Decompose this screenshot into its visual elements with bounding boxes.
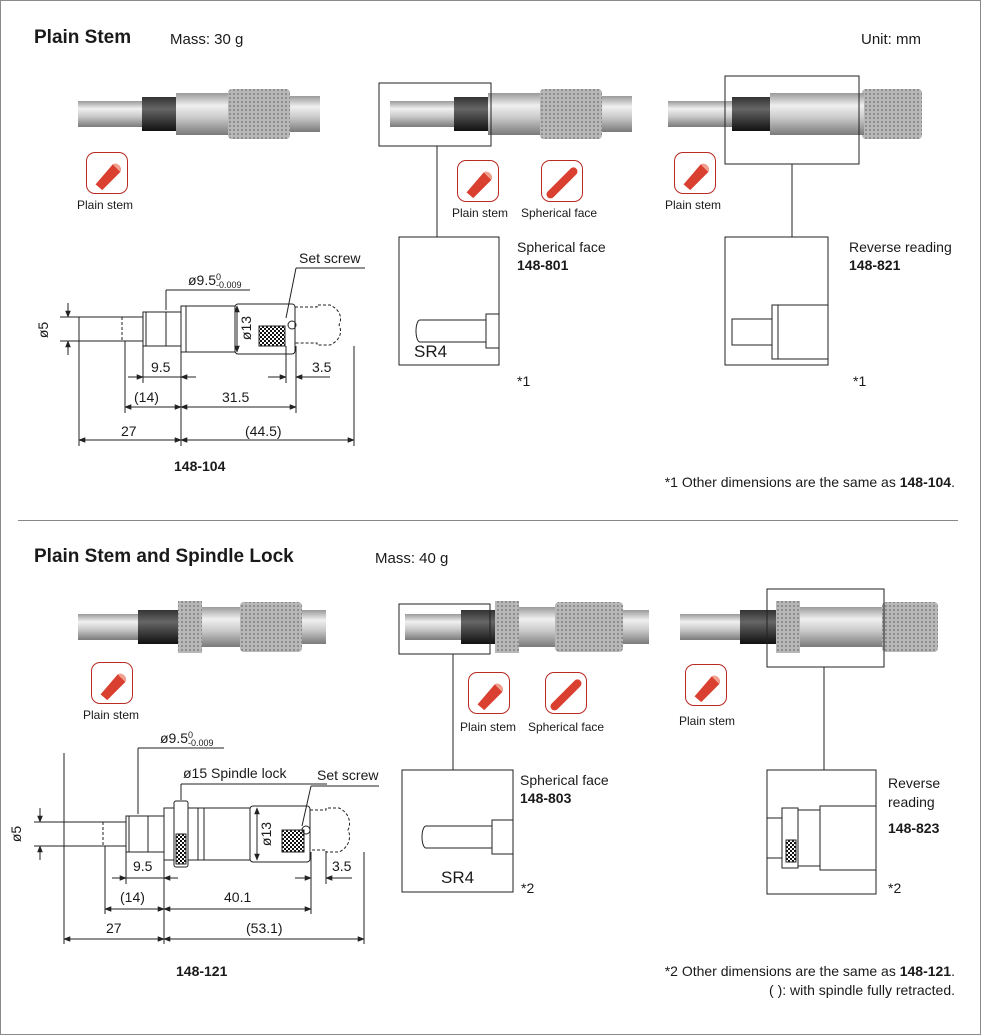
sr-label: SR4 <box>441 868 475 887</box>
icon-label: Spherical face <box>528 720 605 734</box>
footnote: *2 Other dimensions are the same as 148-… <box>664 963 955 979</box>
variant-label: Spherical face <box>520 772 609 788</box>
phi13-label: ø13 <box>258 821 275 847</box>
set-screw-label: Set screw <box>317 767 379 783</box>
spherical-face-icon <box>545 672 587 714</box>
plain-stem-icon <box>685 664 727 706</box>
plain-stem-icon <box>457 160 499 202</box>
icon-label: Plain stem <box>77 198 134 212</box>
dim-label: 31.5 <box>222 389 250 405</box>
variant-label: Reverse <box>888 775 941 791</box>
variant-model: 148-821 <box>849 257 901 273</box>
variant-model: 148-801 <box>517 257 569 273</box>
variant-label: Spherical face <box>517 239 606 255</box>
dim-label: 9.5 <box>151 359 171 375</box>
plain-stem-icon <box>468 672 510 714</box>
set-screw-label: Set screw <box>299 250 361 266</box>
spindle-lock-label: ø15 Spindle lock <box>183 765 287 781</box>
dim-label: (53.1) <box>246 920 283 936</box>
dim-label: (14) <box>120 889 145 905</box>
icon-label: Plain stem <box>452 206 509 220</box>
variant-label: Reverse reading <box>849 239 952 255</box>
icon-label: Plain stem <box>83 708 140 722</box>
plain-stem-icon <box>91 662 133 704</box>
section-title: Plain Stem <box>34 27 132 48</box>
note-ref: *2 <box>521 880 535 896</box>
model-number: 148-121 <box>176 963 228 979</box>
variant-label: reading <box>888 794 935 810</box>
dim-label: 3.5 <box>312 359 332 375</box>
variant-model: 148-803 <box>520 790 572 806</box>
plain-stem-icon <box>674 152 716 194</box>
section-divider <box>18 520 958 521</box>
dim-label: 3.5 <box>332 858 352 874</box>
section-title: Plain Stem and Spindle Lock <box>34 546 294 567</box>
variant-model: 148-823 <box>888 820 940 836</box>
spherical-face-icon <box>541 160 583 202</box>
phi5-label: ø5 <box>8 825 25 843</box>
footnote: *1 Other dimensions are the same as 148-… <box>664 474 955 490</box>
dim-label: 9.5 <box>133 858 153 874</box>
plain-stem-icon <box>86 152 128 194</box>
mass-label: Mass: 30 g <box>170 31 244 48</box>
unit-label: Unit: mm <box>861 31 921 48</box>
dim-label: (44.5) <box>245 423 282 439</box>
footnote: ( ): with spindle fully retracted. <box>769 982 955 998</box>
sr-label: SR4 <box>414 342 448 361</box>
icon-label: Spherical face <box>521 206 598 220</box>
note-ref: *2 <box>888 880 902 896</box>
dim-label: 27 <box>121 423 137 439</box>
icon-label: Plain stem <box>679 714 736 728</box>
dim-label: 40.1 <box>224 889 252 905</box>
note-ref: *1 <box>517 373 531 389</box>
dim-label: (14) <box>134 389 159 405</box>
dim-label: 27 <box>106 920 122 936</box>
model-number: 148-104 <box>174 458 226 474</box>
phi5-label: ø5 <box>35 321 52 339</box>
phi13-label: ø13 <box>238 315 255 341</box>
note-ref: *1 <box>853 373 867 389</box>
mass-label: Mass: 40 g <box>375 550 449 567</box>
icon-label: Plain stem <box>460 720 517 734</box>
icon-label: Plain stem <box>665 198 722 212</box>
